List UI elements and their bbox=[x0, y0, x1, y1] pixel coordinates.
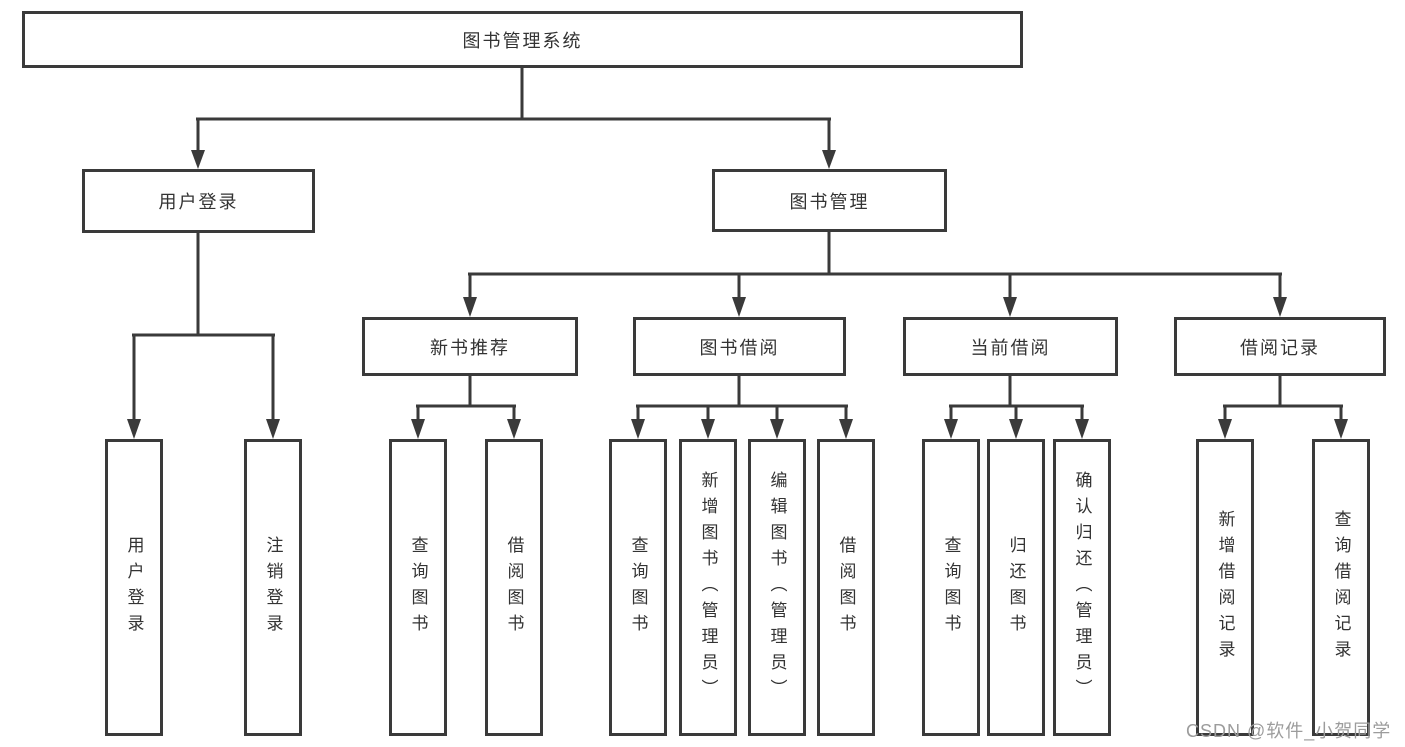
leaf-borrow-books: 借阅图书 bbox=[817, 439, 875, 736]
leaf-user-login: 用户登录 bbox=[105, 439, 163, 736]
connector-book-management-to-level2 bbox=[463, 232, 1287, 317]
leaf-recommend-borrow-books: 借阅图书 bbox=[485, 439, 543, 736]
leaf-query-borrow-record: 查询借阅记录 bbox=[1312, 439, 1370, 736]
node-label: 查询图书 bbox=[408, 535, 428, 640]
leaf-edit-books-admin: 编辑图书（管理员） bbox=[748, 439, 806, 736]
node-borrow-records: 借阅记录 bbox=[1174, 317, 1386, 376]
node-label: 确认归还（管理员） bbox=[1072, 470, 1092, 705]
node-label: 查询借阅记录 bbox=[1331, 509, 1351, 666]
connector-new-book-recommend-to-leaves bbox=[411, 376, 521, 439]
node-label: 注销登录 bbox=[263, 535, 283, 640]
node-label: 查询图书 bbox=[628, 535, 648, 640]
node-label: 新增借阅记录 bbox=[1215, 509, 1235, 666]
node-label: 当前借阅 bbox=[970, 337, 1051, 358]
node-book-borrow: 图书借阅 bbox=[633, 317, 846, 376]
node-label: 借阅图书 bbox=[504, 535, 524, 640]
leaf-recommend-query-books: 查询图书 bbox=[389, 439, 447, 736]
node-label: 归还图书 bbox=[1006, 535, 1026, 640]
node-label: 用户登录 bbox=[158, 192, 239, 212]
node-user-login: 用户登录 bbox=[82, 169, 315, 233]
csdn-watermark: CSDN @软件_小贺同学 bbox=[1186, 721, 1392, 741]
node-label: 编辑图书（管理员） bbox=[767, 470, 787, 705]
connector-book-borrow-to-leaves bbox=[631, 376, 853, 439]
node-current-borrow: 当前借阅 bbox=[903, 317, 1118, 376]
leaf-logout: 注销登录 bbox=[244, 439, 302, 736]
node-label: 借阅记录 bbox=[1240, 337, 1320, 358]
node-label: 图书管理系统 bbox=[462, 30, 583, 51]
node-label: 图书管理 bbox=[789, 191, 870, 212]
connector-current-borrow-to-leaves bbox=[944, 376, 1089, 439]
node-label: 借阅图书 bbox=[836, 535, 856, 640]
connector-root-to-level1 bbox=[191, 68, 836, 169]
connector-borrow-records-to-leaves bbox=[1218, 376, 1348, 439]
node-label: 新增图书（管理员） bbox=[698, 470, 718, 705]
node-label: 新书推荐 bbox=[430, 337, 510, 358]
node-book-management: 图书管理 bbox=[712, 169, 947, 232]
leaf-return-books: 归还图书 bbox=[987, 439, 1045, 736]
leaf-add-books-admin: 新增图书（管理员） bbox=[679, 439, 737, 736]
node-label: 用户登录 bbox=[124, 535, 144, 640]
leaf-add-borrow-record: 新增借阅记录 bbox=[1196, 439, 1254, 736]
connector-user-login-to-leaves bbox=[127, 233, 280, 439]
node-library-management-system: 图书管理系统 bbox=[22, 11, 1023, 68]
node-label: 查询图书 bbox=[941, 535, 961, 640]
leaf-borrow-query-books: 查询图书 bbox=[609, 439, 667, 736]
leaf-current-query-books: 查询图书 bbox=[922, 439, 980, 736]
node-new-book-recommend: 新书推荐 bbox=[362, 317, 578, 376]
leaf-confirm-return-admin: 确认归还（管理员） bbox=[1053, 439, 1111, 736]
node-label: 图书借阅 bbox=[699, 337, 780, 358]
